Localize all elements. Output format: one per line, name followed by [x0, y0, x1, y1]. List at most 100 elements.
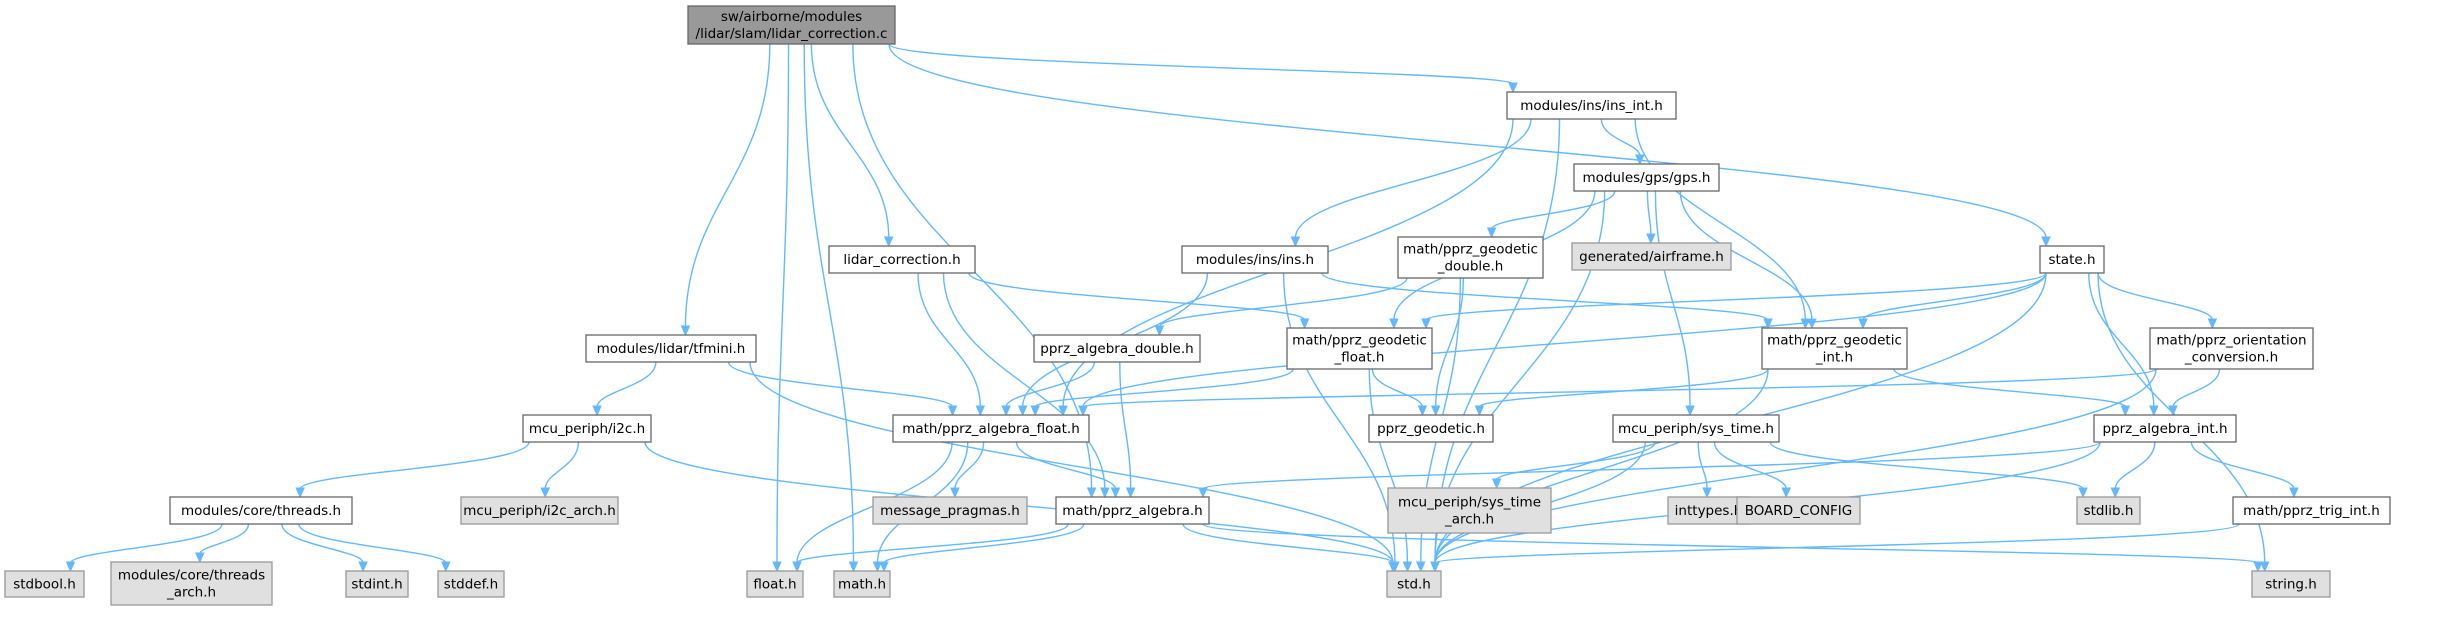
node-label: pprz_algebra_int.h	[2102, 421, 2227, 437]
node-box	[687, 5, 896, 45]
node-i2c_arch: mcu_periph/i2c_arch.h	[460, 496, 619, 525]
edge-orient-to-alg_float	[1078, 368, 2157, 417]
node-state[interactable]: state.h	[2039, 245, 2105, 274]
node-label: modules/gps/gps.h	[1583, 170, 1711, 186]
node-std_h: std.h	[1386, 570, 1442, 598]
nodes-layer: sw/airborne/modules/lidar/slam/lidar_cor…	[4, 5, 2391, 606]
edge-geo_float-to-alg_float	[1030, 368, 1294, 417]
node-label: state.h	[2048, 252, 2095, 268]
edge-trig_int-to-std_h	[1430, 523, 2240, 573]
node-label: inttypes.h	[1675, 503, 1743, 519]
node-stdint: stdint.h	[345, 570, 409, 598]
node-label: stdlib.h	[2084, 503, 2134, 519]
node-label: sw/airborne/modules	[721, 9, 862, 25]
node-box	[1386, 570, 1442, 598]
node-box	[1397, 236, 1544, 279]
node-label: generated/airframe.h	[1579, 249, 1724, 265]
node-main[interactable]: sw/airborne/modules/lidar/slam/lidar_cor…	[687, 5, 896, 45]
edge-ins_int-to-geo_int	[1634, 118, 1811, 330]
node-stdbool: stdbool.h	[4, 570, 85, 598]
edge-algebra-to-std_h	[1182, 523, 1398, 573]
edge-tfmini-to-alg_float	[727, 361, 958, 417]
node-box	[1033, 334, 1201, 363]
node-box	[892, 414, 1090, 443]
edge-algebra-to-math_h	[879, 523, 1085, 573]
edge-ins_int-to-ins	[1290, 118, 1532, 248]
node-sys_time_arch: mcu_periph/sys_time_arch.h	[1387, 487, 1552, 534]
node-label: math/pprz_geodetic	[1403, 242, 1538, 258]
node-board_config: BOARD_CONFIG	[1736, 496, 1861, 525]
node-label: _double.h	[1437, 259, 1504, 275]
node-box	[1571, 242, 1732, 271]
node-orient[interactable]: math/pprz_orientation_conversion.h	[2149, 327, 2314, 370]
node-i2c[interactable]: mcu_periph/i2c.h	[522, 414, 652, 443]
node-geodetic[interactable]: pprz_geodetic.h	[1368, 414, 1494, 443]
node-label: _arch.h	[1444, 512, 1494, 528]
edge-lidar_corr-to-alg_float	[917, 272, 986, 417]
node-sys_time[interactable]: mcu_periph/sys_time.h	[1612, 414, 1780, 443]
node-label: string.h	[2265, 577, 2317, 593]
node-label: _float.h	[1334, 350, 1385, 366]
node-label: _int.h	[1815, 350, 1853, 366]
node-box	[169, 496, 353, 525]
edge-gps-to-geo_int	[1679, 190, 1817, 330]
node-ins_int[interactable]: modules/ins/ins_int.h	[1506, 91, 1677, 120]
node-threads[interactable]: modules/core/threads.h	[169, 496, 353, 525]
edge-ins_int-to-gps	[1600, 118, 1645, 166]
edge-state-to-alg_int	[2088, 272, 2159, 417]
node-box	[2039, 245, 2105, 274]
node-threads_arch: modules/core/threads_arch.h	[110, 561, 273, 606]
edge-state-to-orient	[2097, 272, 2218, 330]
edge-geo_double-to-alg_double	[1154, 277, 1408, 337]
node-algebra[interactable]: math/pprz_algebra.h	[1055, 496, 1210, 525]
node-lidar_corr[interactable]: lidar_correction.h	[828, 245, 976, 274]
edge-threads-to-stddef	[298, 523, 451, 573]
node-ins[interactable]: modules/ins/ins.h	[1181, 245, 1329, 274]
edge-sys_time-to-inttypes	[1697, 441, 1712, 499]
edge-state-to-geo_float	[1421, 272, 2047, 330]
node-box	[345, 570, 409, 598]
node-stddef: stddef.h	[437, 570, 505, 598]
node-box	[585, 334, 757, 363]
node-geo_int[interactable]: math/pprz_geodetic_int.h	[1761, 327, 1908, 370]
edge-main-to-float_h	[772, 43, 790, 573]
node-label: _arch.h	[166, 585, 216, 601]
edge-lidar_corr-to-algebra	[942, 272, 1110, 499]
node-label: lidar_correction.h	[843, 252, 960, 268]
edge-i2c-to-i2c_arch	[540, 441, 580, 499]
node-box	[1612, 414, 1780, 443]
node-alg_int[interactable]: pprz_algebra_int.h	[2093, 414, 2237, 443]
node-label: modules/core/threads	[118, 568, 265, 584]
node-label: mcu_periph/sys_time	[1398, 495, 1541, 511]
edge-ins-to-geo_int	[1321, 272, 1773, 330]
node-string_h: string.h	[2251, 570, 2331, 598]
node-tfmini[interactable]: modules/lidar/tfmini.h	[585, 334, 757, 363]
node-stdlib: stdlib.h	[2076, 496, 2141, 525]
edge-geo_float-to-geodetic	[1371, 368, 1428, 417]
node-geo_float[interactable]: math/pprz_geodetic_float.h	[1286, 327, 1433, 370]
node-gps[interactable]: modules/gps/gps.h	[1573, 163, 1720, 192]
edge-threads-to-threads_arch	[195, 523, 250, 564]
node-geo_double[interactable]: math/pprz_geodetic_double.h	[1397, 236, 1544, 279]
edges-layer	[65, 43, 2299, 573]
node-box	[1055, 496, 1210, 525]
node-label: modules/ins/ins.h	[1196, 252, 1314, 268]
node-label: math/pprz_geodetic	[1292, 333, 1427, 349]
edge-alg_double-to-algebra	[1119, 361, 1136, 499]
edge-tfmini-to-i2c	[592, 361, 657, 417]
node-label: float.h	[753, 577, 796, 593]
node-trig_int[interactable]: math/pprz_trig_int.h	[2232, 496, 2391, 525]
edge-gps-to-airframe	[1646, 190, 1656, 245]
node-box	[1181, 245, 1329, 274]
node-label: math.h	[838, 577, 886, 593]
node-box	[2251, 570, 2331, 598]
node-label: stdbool.h	[13, 577, 76, 593]
node-alg_double[interactable]: pprz_algebra_double.h	[1033, 334, 1201, 363]
edge-alg_int-to-trig_int	[2190, 441, 2299, 499]
node-label: pprz_algebra_double.h	[1040, 341, 1193, 357]
edge-alg_int-to-algebra	[1198, 441, 2101, 499]
edge-geo_int-to-alg_int	[1893, 368, 2131, 417]
node-airframe: generated/airframe.h	[1571, 242, 1732, 271]
node-alg_float[interactable]: math/pprz_algebra_float.h	[892, 414, 1090, 443]
edge-threads-to-stdbool	[65, 523, 223, 573]
